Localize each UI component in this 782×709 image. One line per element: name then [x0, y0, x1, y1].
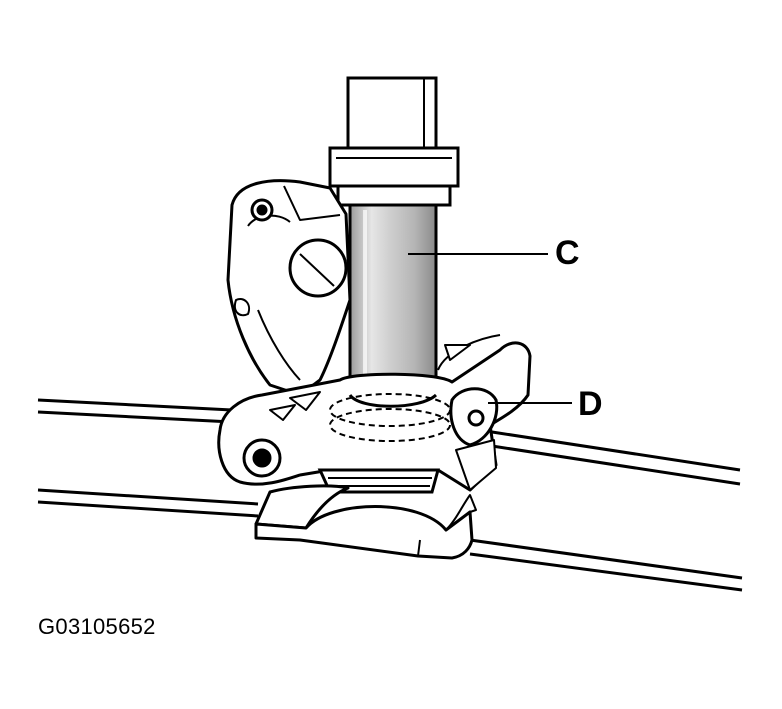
gauge-dial [288, 238, 348, 298]
leader-lines [408, 253, 572, 404]
figure-id: G03105652 [38, 614, 156, 639]
base-housing [217, 334, 532, 492]
saddle-clamp [254, 484, 477, 560]
threaded-sleeve [317, 468, 440, 494]
callout-label-c: C [555, 234, 580, 272]
rail-lower [37, 488, 743, 592]
bracket-arm [226, 179, 352, 397]
rail-upper [37, 398, 741, 486]
callout-label-d: D [578, 385, 603, 423]
piston-cylinder [348, 203, 438, 397]
collar [328, 146, 460, 207]
upper-rod [346, 76, 438, 152]
